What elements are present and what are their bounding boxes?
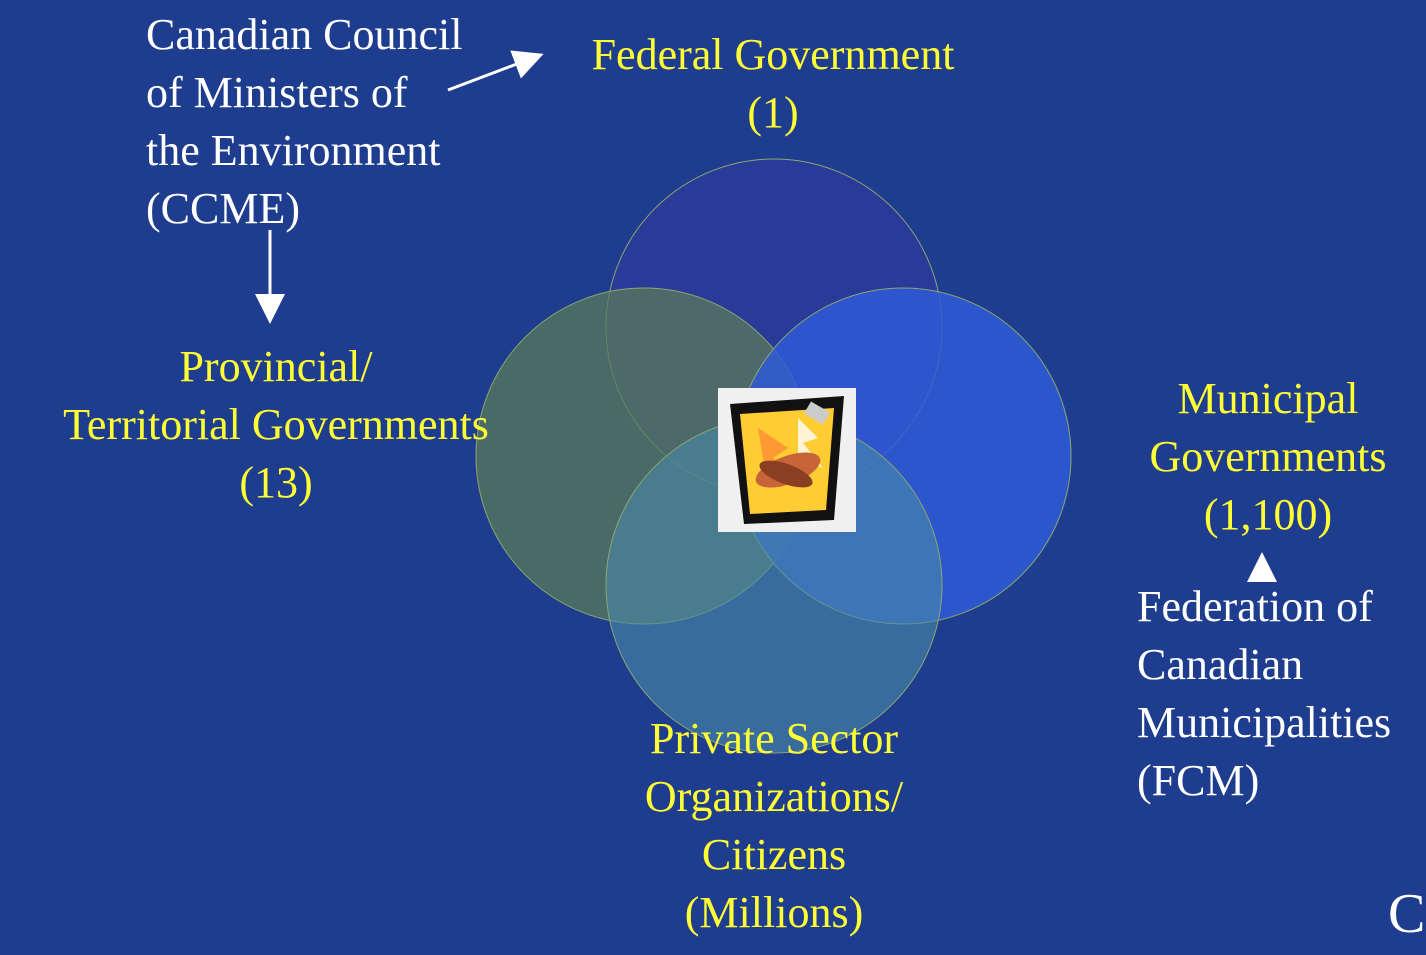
fcm-label: Federation of Canadian Municipalities (F… (1137, 582, 1392, 805)
provincial-label: Provincial/ Territorial Governments (13) (63, 342, 489, 507)
handshake-clipart-icon (718, 388, 856, 532)
private-sector-label: Private Sector Organizations/ Citizens (… (644, 714, 904, 937)
municipal-label: Municipal Governments (1,100) (1149, 374, 1387, 539)
ccme-label: Canadian Council of Ministers of the Env… (146, 10, 463, 233)
truncated-edge-character: C (1388, 883, 1426, 945)
federal-label: Federal Government (1) (591, 30, 955, 137)
ccme-to-federal-arrow (447, 50, 544, 92)
